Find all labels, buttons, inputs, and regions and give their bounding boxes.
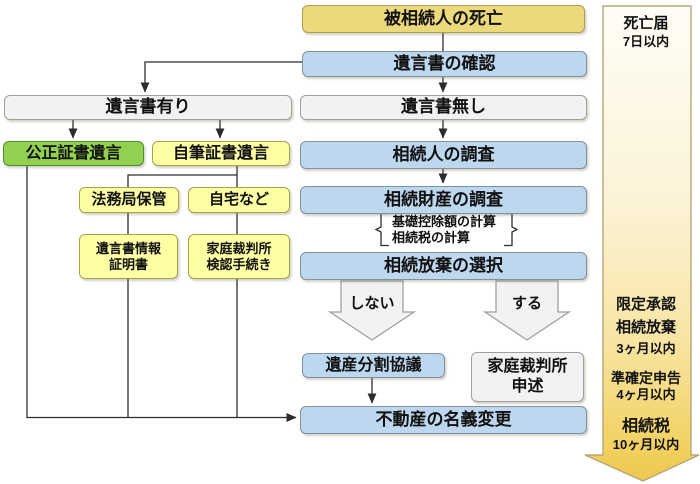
decision-arrow-yes	[482, 280, 572, 341]
node-will-check-label: 遺言書の確認	[393, 53, 496, 73]
node-holograph-will: 自筆証書遺言	[152, 141, 290, 166]
node-realestate-rename: 不動産の名義変更	[300, 406, 587, 434]
decision-arrow-no	[327, 280, 417, 341]
calc-note-line1: 基礎控除額の計算	[392, 214, 497, 229]
decision-label-yes: する	[511, 295, 543, 312]
right-brace-icon	[504, 212, 519, 247]
node-will-none: 遺言書無し	[300, 95, 587, 120]
node-court-petition-line1: 家庭裁判所	[487, 358, 568, 376]
node-probate: 家庭裁判所 検認手続き	[188, 234, 290, 279]
node-court-petition: 家庭裁判所 申述	[471, 352, 584, 402]
node-renounce-select-label: 相続放棄の選択	[384, 255, 503, 275]
node-notarial-will-label: 公正証書遺言	[25, 144, 122, 162]
node-legal-bureau-label: 法務局保管	[91, 190, 167, 208]
timeline-quasi-final-return-deadline: 4ヶ月以内	[616, 387, 676, 403]
node-at-home: 自宅など	[188, 187, 290, 213]
timeline-inheritance-tax-title: 相続税	[621, 418, 670, 435]
timeline-quasi-final-return: 準確定申告 4ヶ月以内	[598, 370, 694, 403]
node-heir-investigation-label: 相続人の調査	[392, 144, 495, 164]
node-will-cert-line2: 証明書	[108, 256, 148, 272]
node-death-label: 被相続人の死亡	[384, 8, 503, 28]
timeline-renounce: 限定承認 相続放棄 3ヶ月以内	[598, 296, 694, 356]
calc-note: 基礎控除額の計算 相続税の計算	[392, 214, 496, 245]
timeline-death-report-title: 死亡届	[623, 15, 669, 32]
node-probate-line1: 家庭裁判所	[206, 240, 272, 256]
node-will-none-label: 遺言書無し	[401, 97, 486, 117]
timeline-arrow	[584, 5, 700, 482]
node-notarial-will: 公正証書遺言	[3, 141, 144, 166]
arrow-connector-lines	[26, 61, 448, 423]
node-division-meeting-label: 遺産分割協議	[325, 356, 422, 374]
timeline-renounce-title: 限定承認	[615, 296, 676, 313]
node-asset-investigation: 相続財産の調査	[300, 186, 587, 214]
node-will-exists: 遺言書有り	[4, 95, 292, 120]
node-heir-investigation: 相続人の調査	[300, 141, 587, 169]
node-probate-line2: 検認手続き	[206, 256, 272, 272]
node-asset-investigation-label: 相続財産の調査	[384, 189, 503, 209]
timeline-inheritance-tax: 相続税 10ヶ月以内	[598, 418, 694, 452]
node-death: 被相続人の死亡	[302, 5, 585, 33]
node-will-exists-label: 遺言書有り	[105, 97, 191, 117]
node-division-meeting: 遺産分割協議	[302, 353, 445, 378]
timeline-death-report-deadline: 7日以内	[622, 33, 670, 49]
timeline-renounce-deadline: 3ヶ月以内	[616, 341, 676, 356]
node-renounce-select: 相続放棄の選択	[300, 252, 587, 280]
node-will-cert: 遺言書情報 証明書	[79, 234, 178, 279]
calc-note-line2: 相続税の計算	[392, 229, 471, 245]
plain-connector-lines	[127, 31, 444, 418]
decision-label-no: しない	[349, 295, 395, 312]
node-legal-bureau: 法務局保管	[79, 187, 179, 213]
timeline-death-report: 死亡届 7日以内	[598, 15, 694, 49]
node-at-home-label: 自宅など	[208, 190, 269, 208]
node-will-cert-line1: 遺言書情報	[95, 240, 161, 256]
timeline-quasi-final-return-title: 準確定申告	[611, 370, 681, 386]
left-brace-icon	[374, 212, 389, 247]
timeline-renounce-title2: 相続放棄	[615, 318, 676, 336]
timeline-inheritance-tax-deadline: 10ヶ月以内	[612, 436, 680, 452]
node-realestate-rename-label: 不動産の名義変更	[375, 409, 512, 429]
node-holograph-will-label: 自筆証書遺言	[172, 144, 269, 162]
node-will-check: 遺言書の確認	[302, 51, 587, 77]
node-court-petition-line2: 申述	[511, 378, 544, 395]
